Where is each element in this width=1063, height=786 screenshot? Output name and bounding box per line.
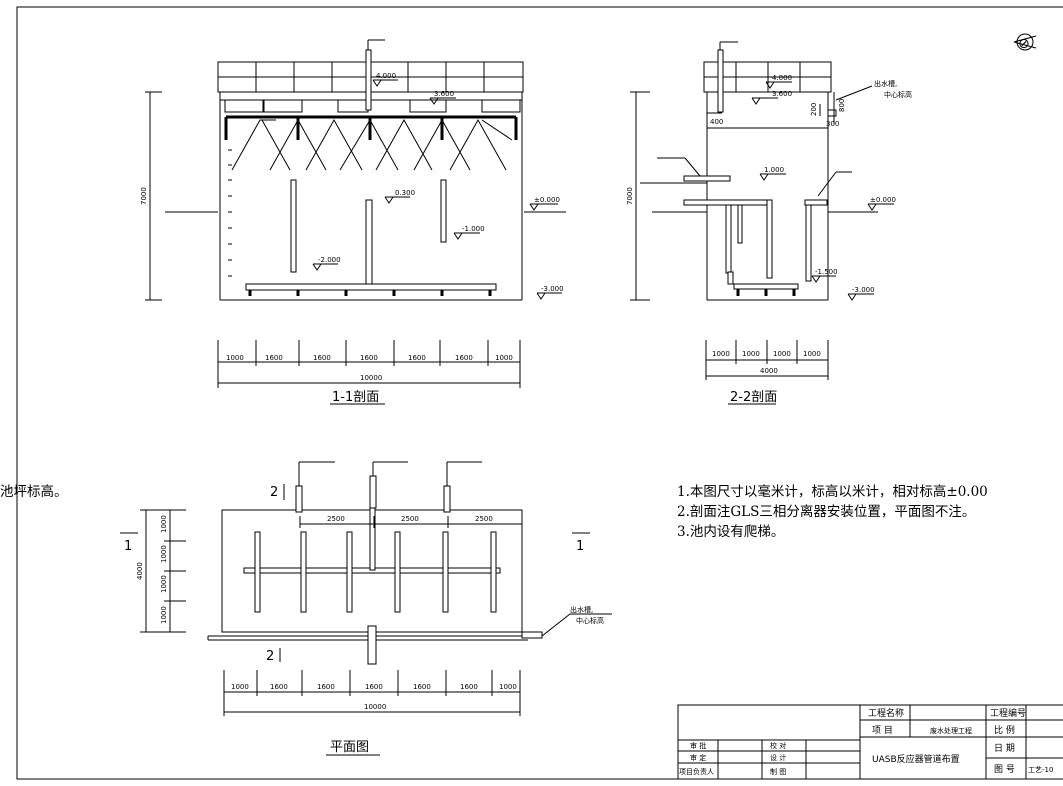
plan-section-mark: 1: [576, 539, 584, 554]
section-1-1: [145, 39, 566, 405]
s11-elev: 4.000: [376, 72, 396, 80]
s22-total: 4000: [760, 367, 778, 375]
s11-dim: 1600: [265, 354, 283, 362]
s22-small-dim: 800: [838, 99, 846, 112]
tb-drawing-no: 工艺-10: [1028, 766, 1053, 774]
s11-elev: -2.000: [318, 256, 341, 264]
plan-top-dim: 2500: [327, 515, 345, 523]
s11-dim: 1000: [495, 354, 513, 362]
plan-dim: 1600: [270, 683, 288, 691]
note-2: 2.剖面注GLS三相分离器安装位置，平面图不注。: [677, 504, 976, 520]
tb-date-label: 日 期: [994, 743, 1015, 754]
plan-dim: 1600: [365, 683, 383, 691]
plan-dim: 1600: [317, 683, 335, 691]
plan-total: 10000: [364, 703, 386, 711]
s22-elev: 4.000: [772, 74, 792, 82]
s11-height-dim: 7000: [140, 187, 148, 205]
s11-dim: 1600: [455, 354, 473, 362]
plan-dim: 1000: [499, 683, 517, 691]
tb-drawing-no-label: 图 号: [994, 764, 1015, 775]
s11-dim: 1600: [313, 354, 331, 362]
tb-project-no-label: 工程编号: [990, 707, 1026, 719]
plan-dim: 1600: [460, 683, 478, 691]
note-3: 3.池内设有爬梯。: [677, 524, 785, 540]
tb-draw: 制 图: [770, 767, 786, 776]
s11-elev: 0.300: [395, 189, 415, 197]
tb-item-label: 项 目: [872, 725, 893, 736]
tb-design: 设 计: [770, 753, 786, 762]
s22-elev: -3.000: [852, 286, 875, 294]
title-block: [677, 704, 1063, 780]
s11-elev: -1.000: [462, 225, 485, 233]
tb-approve: 审 批: [690, 741, 706, 750]
note-1: 1.本图尺寸以毫米计，标高以米计，相对标高±0.00: [677, 484, 988, 500]
s22-title: 2-2剖面: [730, 390, 777, 405]
s22-elev: 1.000: [764, 166, 784, 174]
tb-leader: 项目负责人: [679, 767, 714, 776]
s22-height-dim: 7000: [626, 187, 634, 205]
plan-dim: 1600: [413, 683, 431, 691]
left-cut-note: 池坪标高。: [0, 484, 68, 500]
s22-elev: 3.600: [772, 90, 792, 98]
s11-dim: 1000: [226, 354, 244, 362]
plan-left-dim: 1000: [160, 515, 168, 533]
s22-outlet-label: 出水槽,: [874, 79, 897, 88]
tb-check: 校 对: [770, 741, 786, 750]
plan-section-mark: 2: [270, 485, 278, 500]
north-arrow-icon: [1013, 33, 1037, 51]
plan-outlet-sub: 中心标高: [576, 616, 604, 625]
tb-drawing-title: UASB反应器管道布置: [872, 753, 960, 765]
north-symbol-glyph: ⊘: [1018, 36, 1030, 52]
plan-dim: 1000: [231, 683, 249, 691]
plan-title: 平面图: [330, 740, 369, 755]
section-2-2: [630, 41, 894, 405]
plan-left-dim: 1000: [160, 545, 168, 563]
s22-dim: 1000: [742, 350, 760, 358]
tb-scale-label: 比 例: [994, 724, 1015, 736]
plan-top-dim: 2500: [401, 515, 419, 523]
s22-small-dim: 200: [810, 103, 818, 116]
plan-left-dim: 1000: [160, 575, 168, 593]
s22-dim: 1000: [803, 350, 821, 358]
s11-total: 10000: [360, 374, 382, 382]
tb-project-name-label: 工程名称: [868, 707, 904, 719]
plan-outlet-label: 出水槽,: [570, 605, 593, 614]
s11-elev: ±0.000: [534, 196, 560, 204]
s22-elev: ±0.000: [870, 196, 896, 204]
drawing-border: [16, 6, 1063, 780]
tb-verify: 审 定: [690, 753, 706, 762]
s22-outlet-sub: 中心标高: [884, 90, 912, 99]
s11-dim: 1600: [408, 354, 426, 362]
plan-top-dim: 2500: [475, 515, 493, 523]
plan-left-total: 4000: [136, 562, 144, 580]
s22-small-dim: 300: [826, 120, 839, 128]
s11-elev: -3.000: [541, 285, 564, 293]
s22-dim: 1000: [712, 350, 730, 358]
tb-item-value: 废水处理工程: [930, 726, 972, 735]
plan-left-dim: 1000: [160, 606, 168, 624]
plan-section-mark: 2: [266, 649, 274, 664]
plan-view: [120, 461, 612, 756]
s22-dim: 1000: [773, 350, 791, 358]
s11-elev: 3.600: [434, 90, 454, 98]
plan-section-mark: 1: [124, 539, 132, 554]
s22-elev: -1.500: [815, 268, 838, 276]
s22-small-dim: 400: [710, 118, 723, 126]
s11-title: 1-1剖面: [332, 390, 379, 405]
s11-dim: 1600: [360, 354, 378, 362]
